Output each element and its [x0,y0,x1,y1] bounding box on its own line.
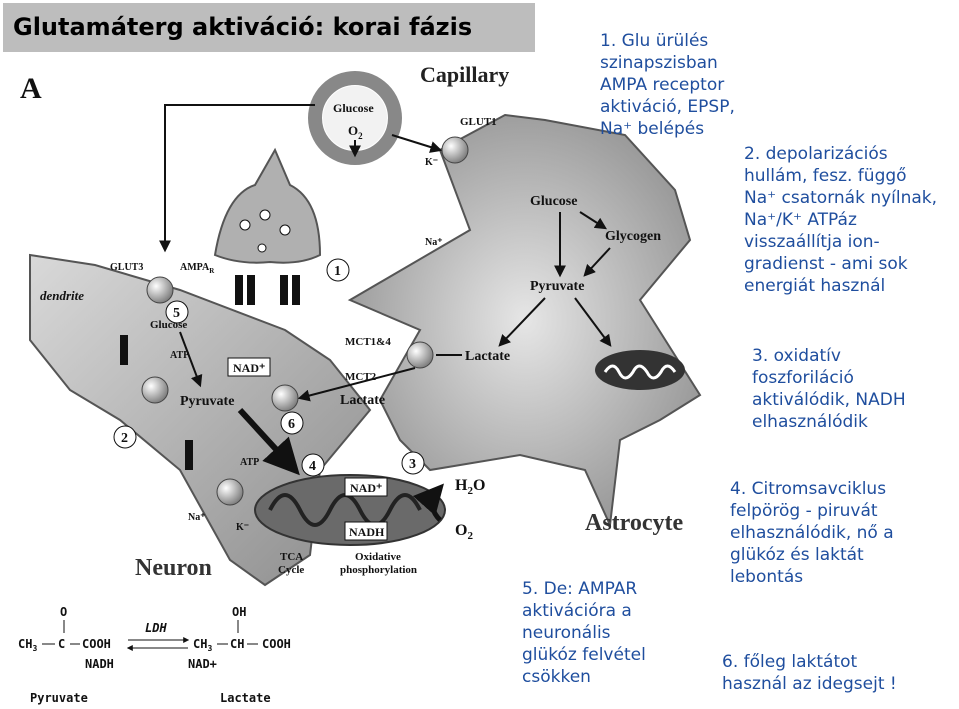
astrocyte-label: Astrocyte [585,510,684,536]
svg-text:GLUT1: GLUT1 [460,116,497,128]
svg-text:6: 6 [288,417,295,432]
capillary-label: Capillary [420,62,509,87]
note-4: 4. Citromsavciklus felpörög - piruvát el… [730,479,894,587]
svg-text:O: O [60,605,67,619]
panel-letter: A [20,72,42,105]
svg-text:C: C [58,637,65,651]
svg-text:Lactate: Lactate [220,691,271,705]
svg-text:NAD+: NAD+ [188,657,217,671]
nad-box-1 [227,357,271,377]
svg-text:H2O: H2O [455,477,485,497]
note-5: 5. De: AMPAR aktivációra a neuronális gl… [522,579,646,687]
na-k-pump-2 [216,478,244,506]
ampa-channel-1 [235,275,243,305]
mct2-transporter [271,384,299,412]
svg-text:K⁻: K⁻ [425,157,438,168]
svg-text:5: 5 [173,306,180,321]
lactate-to-neuron: Lactate [340,393,385,408]
svg-text:MCT1&4: MCT1&4 [345,336,391,348]
step-circles: 1 2 3 4 5 6 [113,258,425,477]
svg-text:NAD⁺: NAD⁺ [233,361,265,375]
capillary-glucose: Glucose [333,101,374,115]
glut3-transporter [146,276,174,304]
neuron-label: Neuron [135,555,212,581]
slide-title: Glutamáterg aktiváció: korai fázis [13,13,473,41]
svg-text:GLUT3: GLUT3 [110,262,143,273]
glycogen-label: Glycogen [605,229,661,244]
svg-text:1: 1 [334,264,341,279]
svg-text:COOH: COOH [82,637,111,651]
svg-text:3: 3 [409,457,416,472]
svg-text:Na⁺: Na⁺ [425,237,443,248]
presynaptic-terminal [213,147,322,264]
svg-text:O2: O2 [348,123,363,141]
title-box: Glutamáterg aktiváció: korai fázis [3,3,535,52]
astro-lactate: Lactate [465,349,510,364]
svg-text:ATP: ATP [170,350,189,361]
dendrite-label: dendrite [40,288,84,303]
svg-text:COOH: COOH [262,637,291,651]
svg-text:K⁻: K⁻ [236,522,249,533]
svg-text:Pyruvate: Pyruvate [30,691,88,705]
astro-pyruvate: Pyruvate [530,279,584,294]
svg-text:OH: OH [232,605,246,619]
svg-text:NADH: NADH [85,657,114,671]
svg-text:LDH: LDH [145,621,167,635]
note-3: 3. oxidatív foszforiláció aktiválódik, N… [752,346,906,432]
svg-text:NADH: NADH [349,525,385,539]
ldh-equation: O CH3 C COOH LDH NADH NAD+ OH CH3 CH COO… [18,605,291,705]
svg-text:CH3: CH3 [18,637,37,653]
glut1-transporter [441,136,469,164]
svg-text:2: 2 [121,431,128,446]
svg-text:ATP: ATP [240,457,259,468]
mitochondrion-icon [595,350,685,390]
nad-box-2 [344,477,388,497]
metabolism-diagram: Capillary Glucose O2 A GLUT1 K⁻ Na⁺ Gluc… [18,62,702,705]
mitochondrion-neuron [254,474,446,546]
mct14-transporter [406,341,434,369]
ampa-channel-2 [280,275,288,305]
na-k-pump-1 [141,376,169,404]
note-2: 2. depolarizációs hullám, fesz. függő Na… [744,144,938,296]
svg-text:4: 4 [309,459,316,474]
svg-text:O2: O2 [455,522,473,542]
svg-text:NAD⁺: NAD⁺ [350,481,382,495]
capillary-ring [308,71,402,165]
nadh-box [344,521,388,541]
svg-text:Na⁺: Na⁺ [188,512,206,523]
neuron-pyruvate: Pyruvate [180,394,234,409]
svg-text:AMPAR: AMPAR [180,262,215,275]
note-1: 1. Glu ürülés szinapszisban AMPA recepto… [600,31,735,139]
note-6: 6. főleg laktátot használ az idegsejt ! [722,652,897,694]
svg-text:CH3: CH3 [193,637,212,653]
svg-text:CH: CH [230,637,244,651]
astro-glucose: Glucose [530,194,577,209]
